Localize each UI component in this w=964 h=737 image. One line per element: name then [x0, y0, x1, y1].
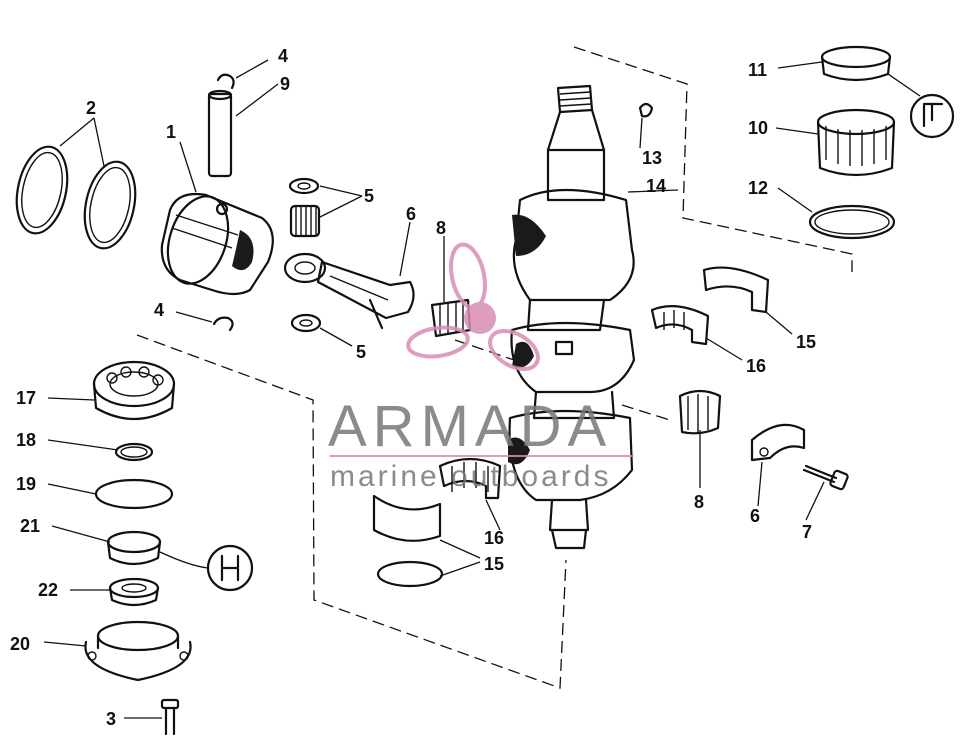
bearing-cage-lower-left — [372, 494, 442, 542]
callout-2: 2 — [86, 98, 96, 118]
crankshaft-key — [638, 102, 654, 118]
callout-4-top: 4 — [278, 46, 288, 66]
upper-seal — [820, 45, 892, 82]
propeller-logo-icon — [406, 242, 540, 371]
watermark-tagline: marine outboards — [330, 460, 611, 493]
lower-o-ring — [94, 478, 174, 510]
callout-7: 7 — [802, 522, 812, 542]
rod-cap — [750, 423, 806, 462]
callout-labels: 1 2 3 4 4 5 5 6 6 7 8 8 9 10 11 12 13 14… — [10, 46, 816, 729]
callout-8-lower: 8 — [694, 492, 704, 512]
piston — [160, 192, 274, 296]
callout-22: 22 — [38, 580, 58, 600]
upper-roller-bearing — [816, 108, 896, 177]
callout-16-left: 16 — [484, 528, 504, 548]
rod-small-end-bearing — [288, 177, 322, 333]
needle-bearing-right — [650, 305, 710, 346]
leader-lines — [43, 59, 921, 719]
callout-16-right: 16 — [746, 356, 766, 376]
callout-4-bottom: 4 — [154, 300, 164, 320]
bearing-cage-right-upper — [702, 266, 770, 314]
callout-14: 14 — [646, 176, 666, 196]
armada-watermark: ARMADA marine outboards — [328, 242, 634, 493]
callout-15-right: 15 — [796, 332, 816, 352]
callout-6-cap: 6 — [750, 506, 760, 526]
callout-3: 3 — [106, 709, 116, 729]
callout-15-left: 15 — [484, 554, 504, 574]
callout-17: 17 — [16, 388, 36, 408]
assembly-dashed-outlines — [136, 46, 853, 689]
callout-6-rod: 6 — [406, 204, 416, 224]
pin-retaining-clips — [212, 73, 235, 332]
rod-cap-bolt — [802, 464, 849, 491]
crankshaft — [508, 84, 636, 550]
piston-rings — [15, 145, 137, 250]
callout-1: 1 — [166, 122, 176, 142]
upper-o-ring — [808, 204, 896, 240]
callout-11: 11 — [748, 60, 767, 80]
needle-bearing-lower-right — [678, 389, 722, 435]
lubricant-symbol-upper — [909, 93, 955, 139]
callout-19: 19 — [16, 474, 36, 494]
retaining-ring — [376, 560, 444, 588]
lower-bearing-housing — [84, 620, 192, 682]
callout-20: 20 — [10, 634, 30, 654]
callout-8-upper: 8 — [436, 218, 446, 238]
callout-9: 9 — [280, 74, 290, 94]
retaining-ring-small — [114, 442, 154, 462]
connecting-rod — [283, 252, 415, 330]
watermark-brand: ARMADA — [328, 394, 612, 459]
lower-seal — [106, 530, 162, 566]
piston-pin — [207, 89, 233, 178]
ball-bearing — [92, 360, 176, 421]
callout-13: 13 — [642, 148, 662, 168]
housing-screw — [160, 698, 180, 736]
callout-21: 21 — [20, 516, 40, 536]
callout-18: 18 — [16, 430, 36, 450]
needle-bearing-lower-left — [438, 457, 502, 500]
callout-10: 10 — [748, 118, 768, 138]
callout-12: 12 — [748, 178, 768, 198]
callout-5-bottom: 5 — [356, 342, 366, 362]
lubricant-symbol-lower — [159, 544, 254, 592]
callout-5-top: 5 — [364, 186, 374, 206]
lower-seal-small — [108, 577, 160, 607]
